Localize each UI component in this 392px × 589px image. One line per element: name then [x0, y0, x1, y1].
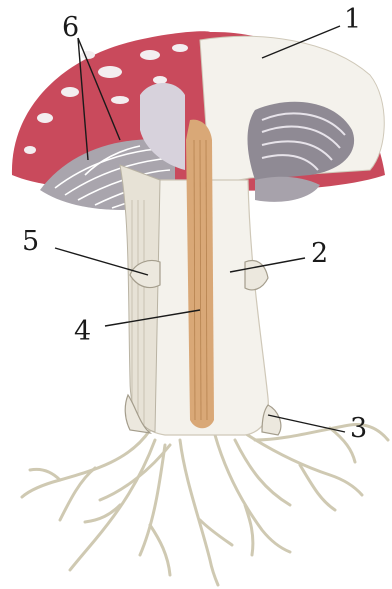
label-1: 1: [344, 4, 361, 35]
label-4: 4: [74, 316, 91, 347]
label-3: 3: [350, 413, 367, 444]
label-5: 5: [22, 226, 39, 257]
label-6: 6: [62, 12, 79, 43]
gills-right: [248, 102, 355, 202]
label-2: 2: [311, 238, 328, 269]
mycelium: [22, 425, 388, 585]
